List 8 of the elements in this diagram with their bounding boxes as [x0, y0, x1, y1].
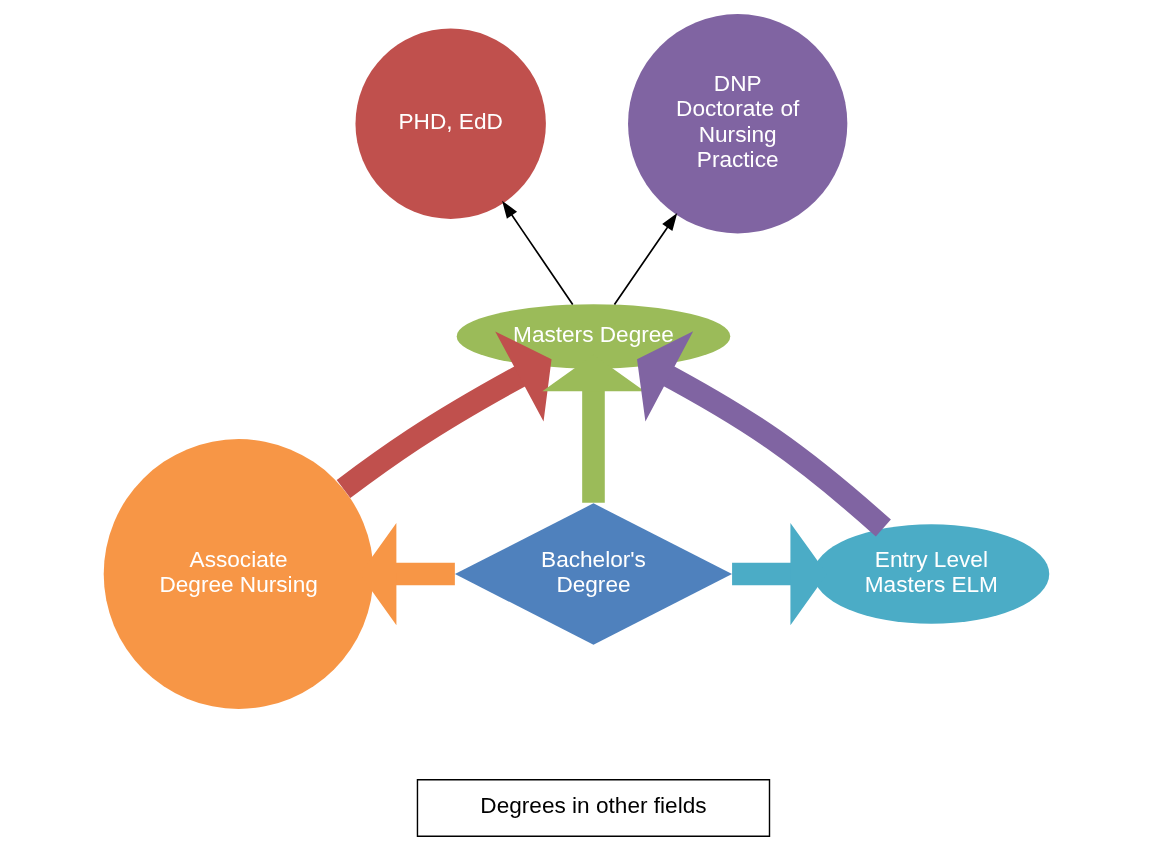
arrow — [613, 213, 677, 306]
node-ellipse: Masters Degree — [456, 304, 730, 369]
arrow — [336, 331, 552, 499]
node-box: Degrees in other fields — [416, 778, 770, 837]
node-circle: Associate Degree Nursing — [103, 439, 373, 709]
node-diamond: Bachelor's Degree — [454, 503, 732, 645]
arrow — [636, 331, 891, 537]
arrow — [501, 200, 574, 306]
